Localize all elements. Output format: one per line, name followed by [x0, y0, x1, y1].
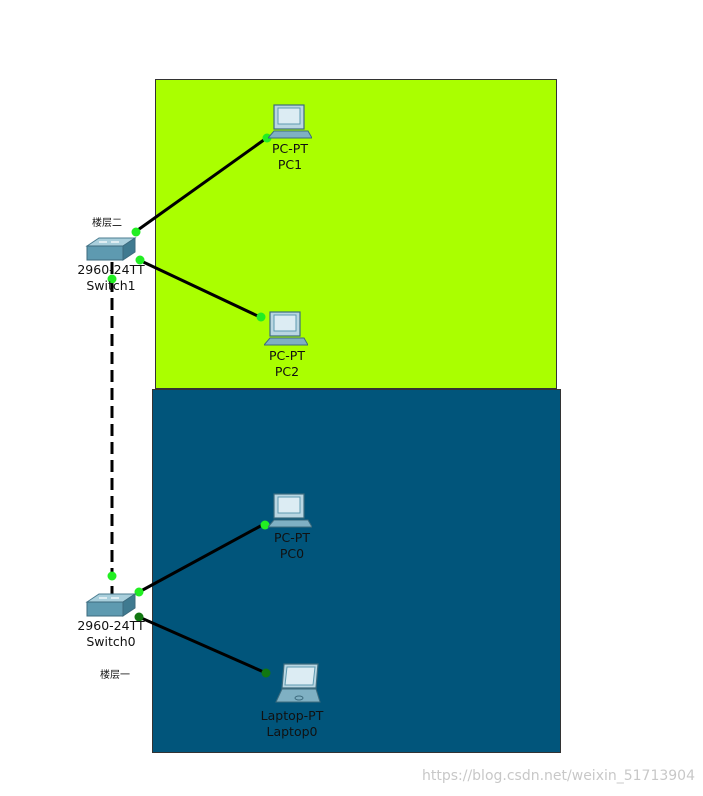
port-indicator: [134, 612, 144, 622]
switch0-name: Switch0: [86, 634, 136, 649]
pc2-model: PC-PT: [269, 348, 305, 363]
link-switch0-pc0[interactable]: [138, 521, 267, 594]
port-indicator: [107, 571, 117, 581]
pc-icon[interactable]: [264, 311, 308, 347]
watermark: https://blog.csdn.net/weixin_51713904: [421, 768, 695, 784]
laptop-icon[interactable]: [274, 662, 322, 704]
laptop0-label[interactable]: Laptop-PT Laptop0: [261, 708, 324, 740]
floor1-label: 楼层一: [100, 670, 130, 681]
laptop0-name: Laptop0: [266, 724, 318, 739]
pc0-label[interactable]: PC-PT PC0: [274, 530, 310, 562]
port-indicator: [262, 133, 272, 143]
pc1-name: PC1: [277, 157, 303, 172]
pc0-name: PC0: [279, 546, 305, 561]
pc-icon[interactable]: [268, 104, 312, 140]
switch-icon[interactable]: [85, 236, 137, 264]
switch1-model: 2960-24TT: [77, 262, 145, 277]
switch-icon[interactable]: [85, 592, 137, 620]
port-indicator: [256, 312, 266, 322]
link-switch1-pc1[interactable]: [134, 135, 269, 234]
pc2-name: PC2: [274, 364, 300, 379]
port-indicator: [134, 587, 144, 597]
floor2-zone: [155, 79, 557, 389]
port-indicator: [131, 227, 141, 237]
switch1-name: Switch1: [86, 278, 136, 293]
port-indicator: [135, 255, 145, 265]
pc0-model: PC-PT: [274, 530, 310, 545]
switch0-label[interactable]: 2960-24TT Switch0: [77, 618, 144, 650]
port-indicator: [107, 274, 117, 284]
pc2-label[interactable]: PC-PT PC2: [269, 348, 305, 380]
pc1-label[interactable]: PC-PT PC1: [272, 141, 308, 173]
port-indicator: [261, 668, 271, 678]
pc1-model: PC-PT: [272, 141, 308, 156]
pc-icon[interactable]: [268, 493, 312, 529]
floor2-label: 楼层二: [92, 218, 122, 229]
switch0-model: 2960-24TT: [77, 618, 145, 633]
link-switch1-pc2[interactable]: [138, 258, 263, 320]
laptop0-model: Laptop-PT: [260, 708, 324, 723]
switch1-label[interactable]: 2960-24TT Switch1: [77, 262, 144, 294]
link-switch0-laptop0[interactable]: [138, 615, 267, 675]
floor1-zone: [152, 389, 561, 753]
